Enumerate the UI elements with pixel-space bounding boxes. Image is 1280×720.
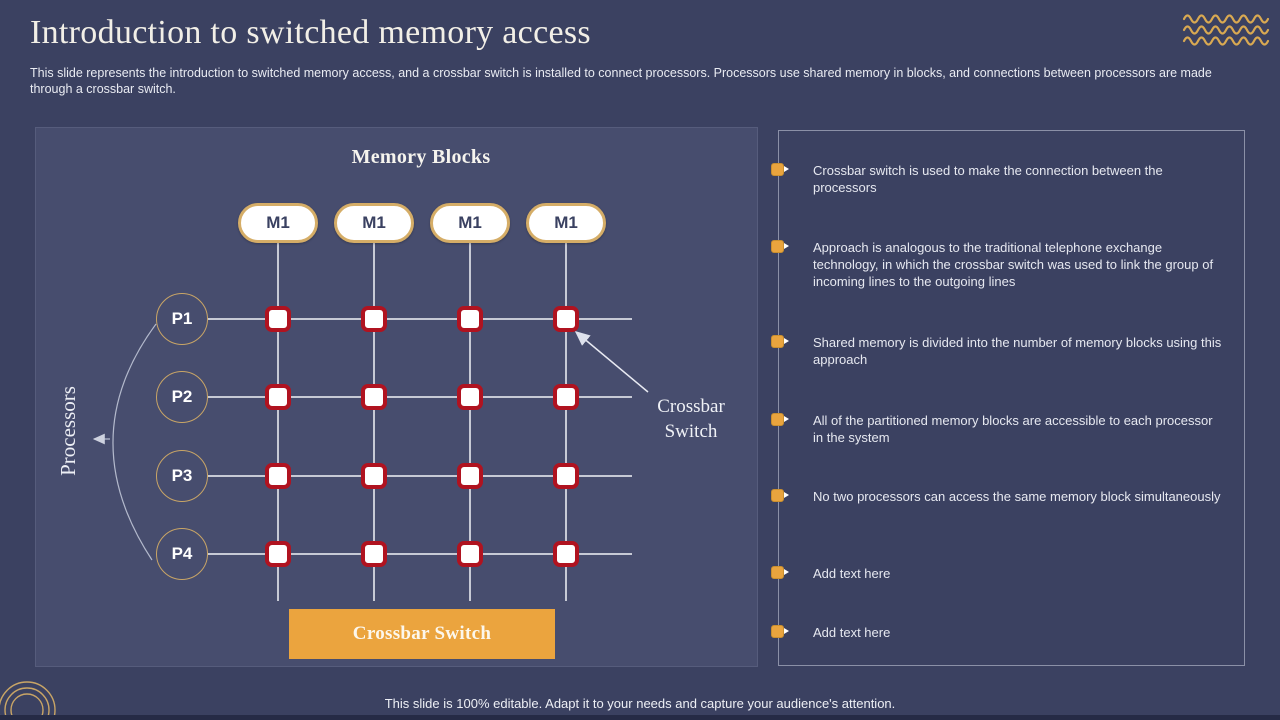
bottom-bar xyxy=(0,715,1280,720)
processor-p4: P4 xyxy=(156,528,208,580)
page-subtitle: This slide represents the introduction t… xyxy=(30,66,1212,96)
processors-axis-label: Processors xyxy=(56,386,80,476)
crossbar-switch-shape: Crossbar Switch xyxy=(289,609,555,659)
list-item: Add text here xyxy=(771,624,1244,641)
page-title: Introduction to switched memory access xyxy=(30,14,591,51)
list-item: All of the partitioned memory blocks are… xyxy=(771,412,1244,446)
bullet-text: Crossbar switch is used to make the conn… xyxy=(813,163,1163,195)
crossbar-switch-annotation: Crossbar Switch xyxy=(657,396,725,442)
rings-icon xyxy=(0,681,56,720)
bullet-text: Shared memory is divided into the number… xyxy=(813,335,1222,367)
memory-block-m1: M1 xyxy=(238,203,318,243)
waves-icon xyxy=(1182,14,1270,46)
bullet-text: Add text here xyxy=(813,566,891,581)
bullet-text: All of the partitioned memory blocks are… xyxy=(813,413,1213,445)
bullet-arrow-icon xyxy=(771,240,789,253)
processor-p3: P3 xyxy=(156,450,208,502)
list-item: Add text here xyxy=(771,565,1244,582)
list-item: Crossbar switch is used to make the conn… xyxy=(771,162,1244,196)
bullet-arrow-icon xyxy=(771,625,789,638)
bullet-arrow-icon xyxy=(771,566,789,579)
bullet-arrow-icon xyxy=(771,413,789,426)
bullet-text: No two processors can access the same me… xyxy=(813,489,1221,504)
bullets-panel: Crossbar switch is used to make the conn… xyxy=(771,130,1245,666)
memory-block-m4: M1 xyxy=(526,203,606,243)
bullet-text: Add text here xyxy=(813,625,891,640)
bullet-arrow-icon xyxy=(771,489,789,502)
list-item: Approach is analogous to the traditional… xyxy=(771,239,1244,290)
footer-note: This slide is 100% editable. Adapt it to… xyxy=(384,696,896,711)
bullet-arrow-icon xyxy=(771,163,789,176)
processor-p2: P2 xyxy=(156,371,208,423)
crossbar-diagram-panel: Memory Blocks xyxy=(35,127,758,667)
memory-block-m2: M1 xyxy=(334,203,414,243)
diagram-title: Memory Blocks xyxy=(351,146,491,168)
bullet-text: Approach is analogous to the traditional… xyxy=(813,240,1214,289)
list-item: No two processors can access the same me… xyxy=(771,488,1244,505)
bullet-arrow-icon xyxy=(771,335,789,348)
crossbar-grid xyxy=(92,243,649,601)
list-item: Shared memory is divided into the number… xyxy=(771,334,1244,368)
processor-p1: P1 xyxy=(156,293,208,345)
memory-block-m3: M1 xyxy=(430,203,510,243)
